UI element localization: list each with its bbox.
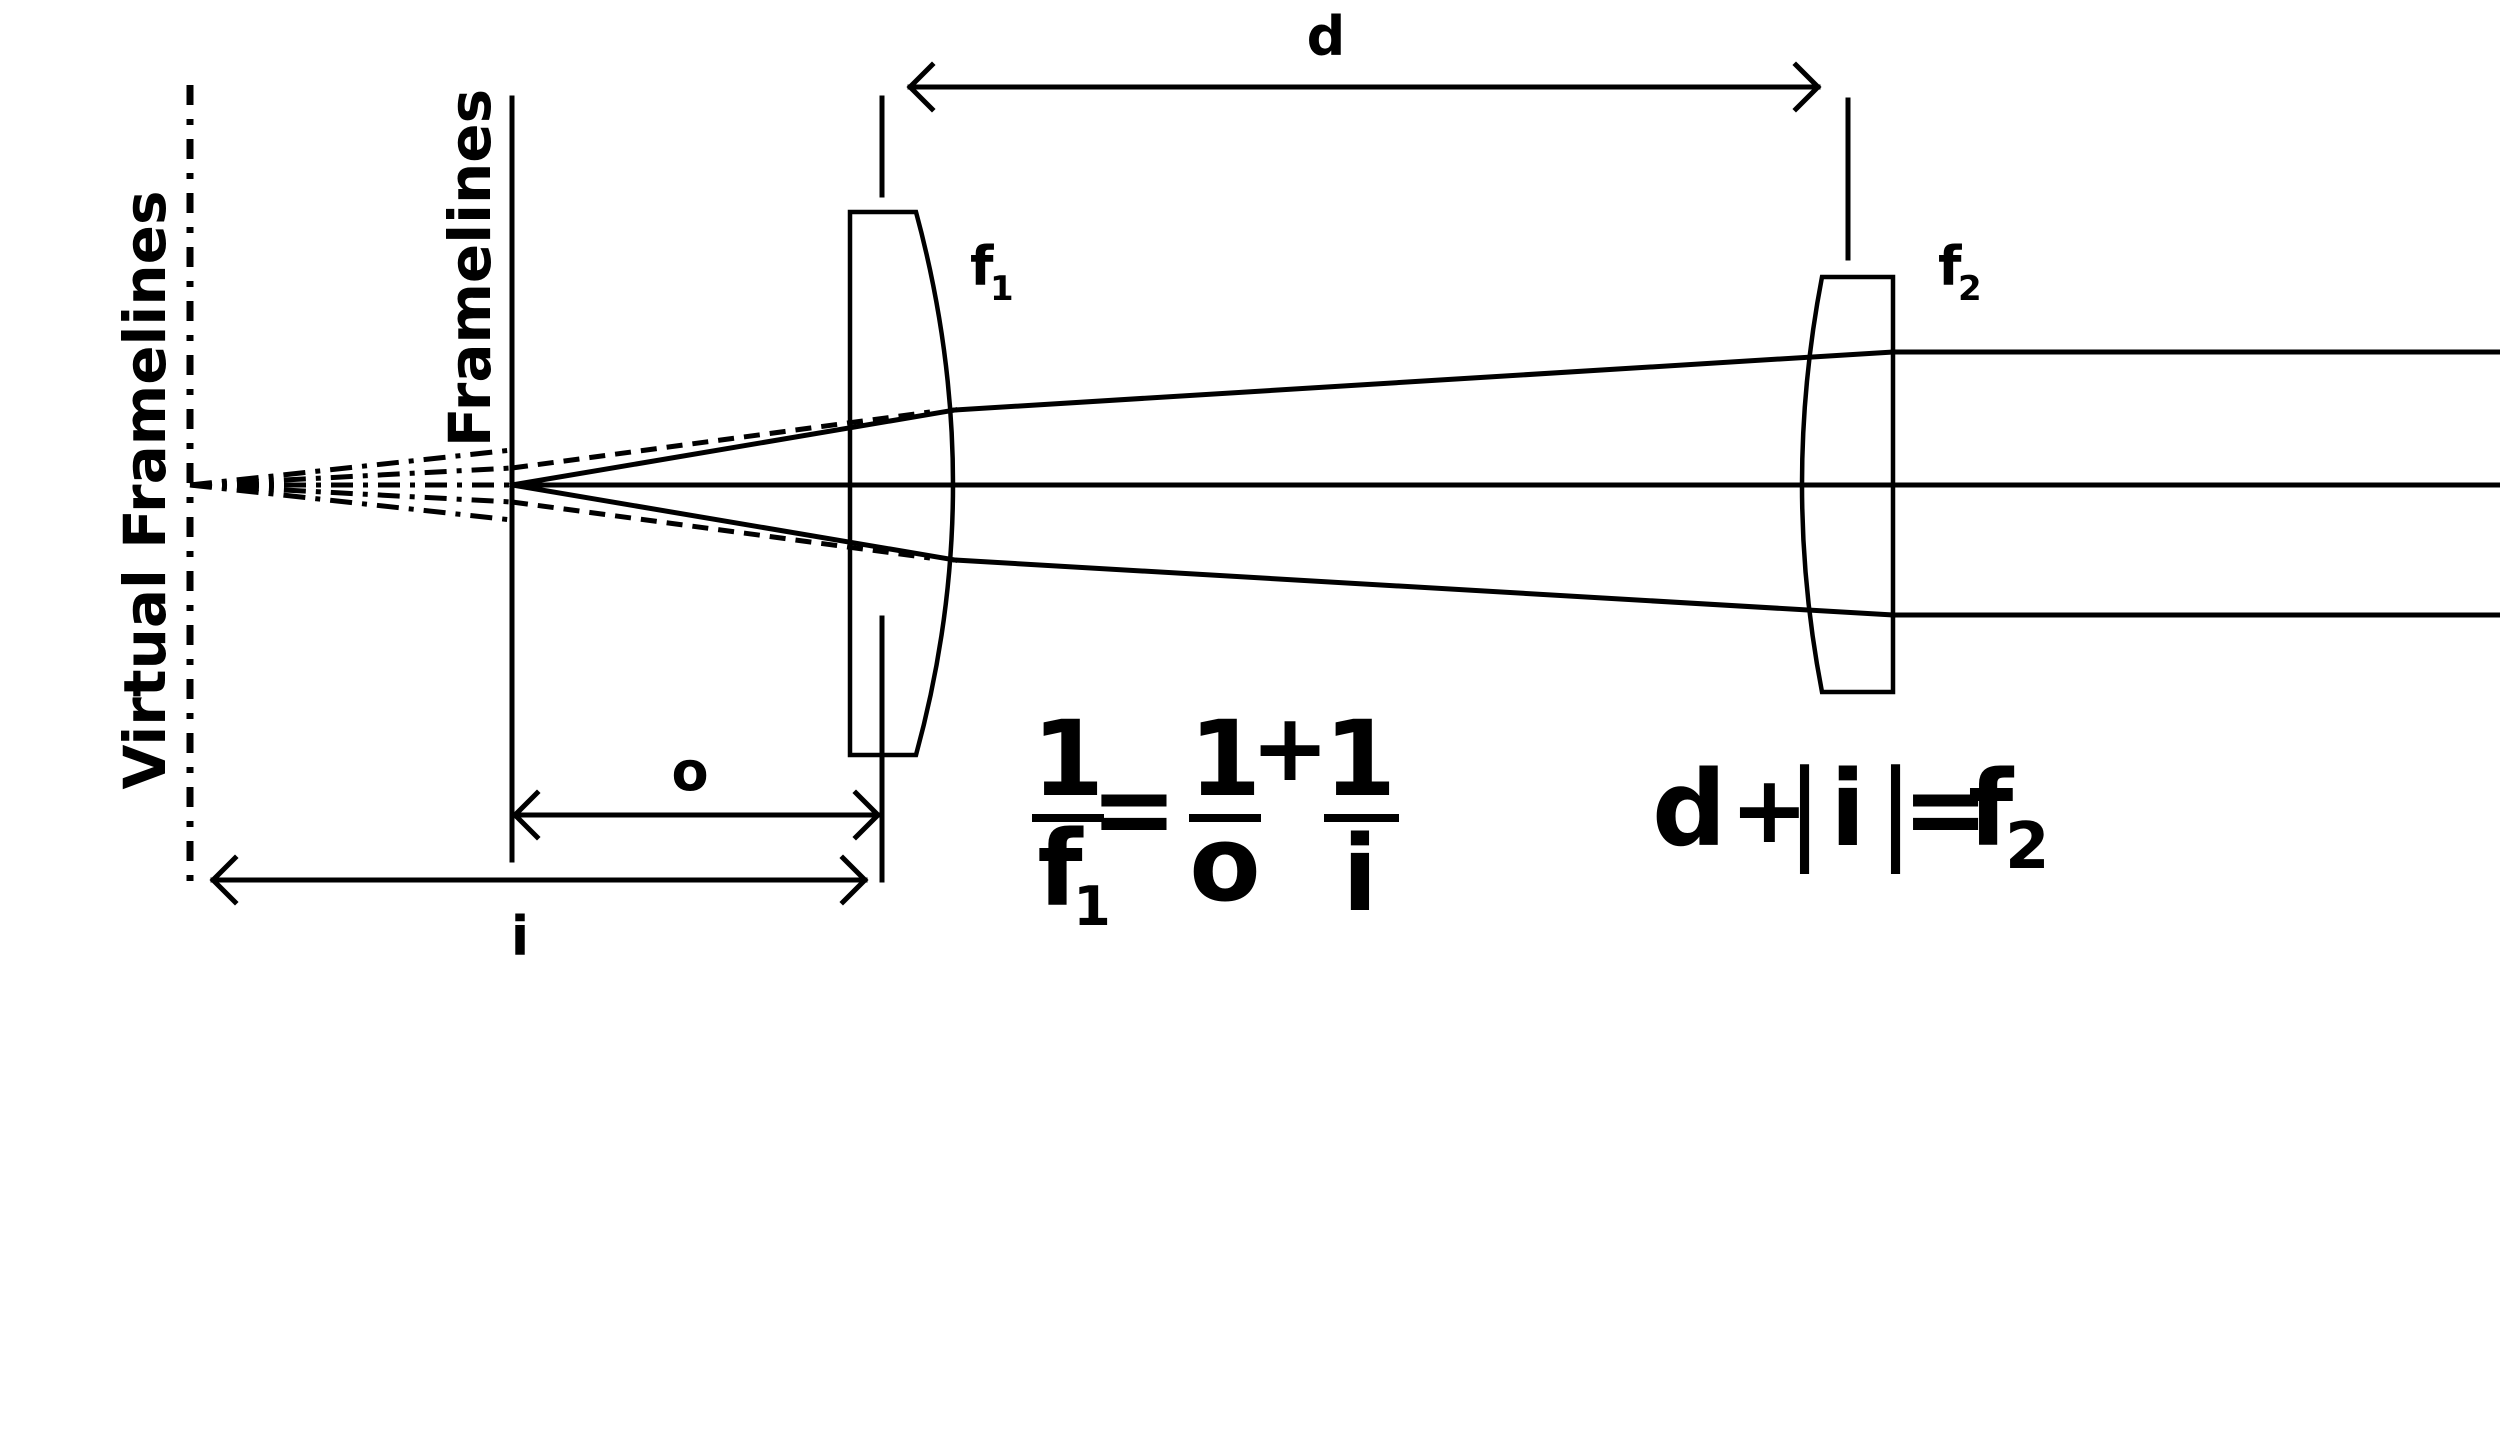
svg-text:i: i — [1342, 813, 1378, 935]
virtual-ray-lower-dash — [511, 499, 931, 561]
svg-text:1: 1 — [1032, 698, 1104, 820]
label-d: d — [1307, 5, 1346, 68]
svg-text:f: f — [970, 235, 994, 298]
virtual-ray-upper-dash — [511, 409, 931, 471]
svg-text:1: 1 — [1324, 698, 1396, 820]
svg-text:f: f — [1037, 808, 1084, 930]
dimension-o-arrow — [511, 789, 882, 841]
virtual-ray-lower-extend — [189, 482, 513, 523]
lens-2 — [1799, 274, 1896, 695]
svg-text:i: i — [1830, 748, 1866, 870]
svg-text:+: + — [1730, 756, 1809, 865]
label-f2: f 2 — [1938, 235, 1982, 309]
svg-text:1: 1 — [1073, 875, 1111, 938]
ray-upper-1 — [509, 407, 958, 488]
svg-text:o: o — [1189, 803, 1260, 925]
label-o: o — [671, 740, 708, 803]
svg-text:1: 1 — [990, 269, 1014, 309]
ray-upper-2 — [952, 349, 1896, 413]
ray-lower-1 — [509, 482, 958, 563]
svg-text:|: | — [1877, 746, 1914, 875]
framelines-label: Framelines — [436, 89, 504, 447]
svg-text:2: 2 — [1958, 269, 1982, 309]
svg-text:=: = — [1902, 748, 1989, 870]
dimension-i-arrow — [209, 854, 869, 906]
svg-text:=: = — [1090, 748, 1177, 870]
virtual-ray-upper-dashdot — [189, 465, 513, 488]
virtual-ray-lower-dashdot — [189, 482, 513, 505]
label-i: i — [511, 905, 530, 968]
svg-text:|: | — [1786, 746, 1823, 875]
dimension-d-arrow — [906, 61, 1822, 113]
thin-lens-equation: 1 f 1 = 1 o + 1 i — [1032, 694, 1399, 938]
svg-text:d: d — [1652, 748, 1726, 870]
separation-equation: d + | i | = f 2 — [1652, 746, 2050, 884]
ray-lower-2 — [952, 557, 1896, 618]
svg-text:f: f — [1938, 235, 1962, 298]
svg-text:+: + — [1251, 694, 1330, 803]
label-f1: f 1 — [970, 235, 1014, 309]
virtual-framelines-label: Virtual Framelines — [111, 191, 179, 790]
svg-text:1: 1 — [1189, 698, 1261, 820]
svg-text:2: 2 — [2005, 810, 2050, 884]
svg-text:f: f — [1968, 748, 2015, 870]
lens-1 — [847, 209, 956, 758]
virtual-ray-upper-extend — [189, 447, 513, 488]
